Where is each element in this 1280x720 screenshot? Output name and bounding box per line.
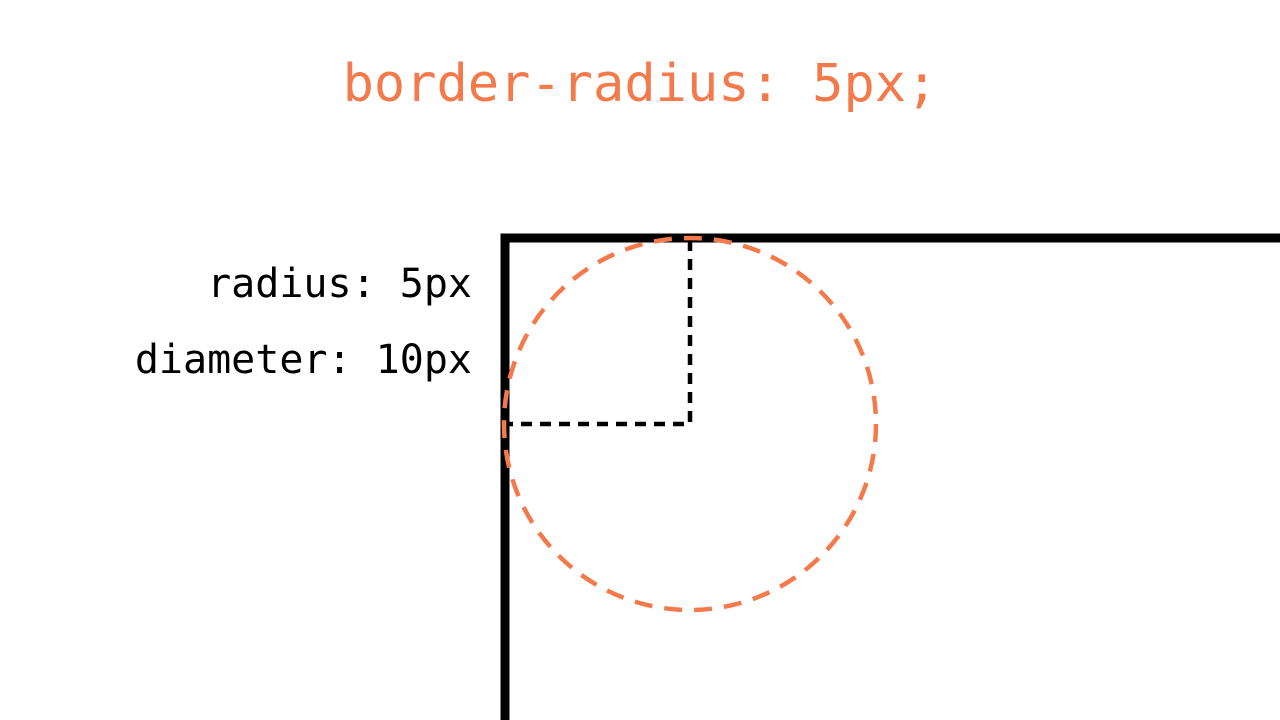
page-title: border-radius: 5px; — [342, 54, 938, 114]
radius-guide-lines — [507, 240, 693, 427]
box-corner-outline — [500, 233, 1280, 720]
diameter-label: diameter: 10px — [134, 337, 472, 383]
radius-label: radius: 5px — [207, 261, 472, 307]
radius-circle — [501, 235, 879, 613]
